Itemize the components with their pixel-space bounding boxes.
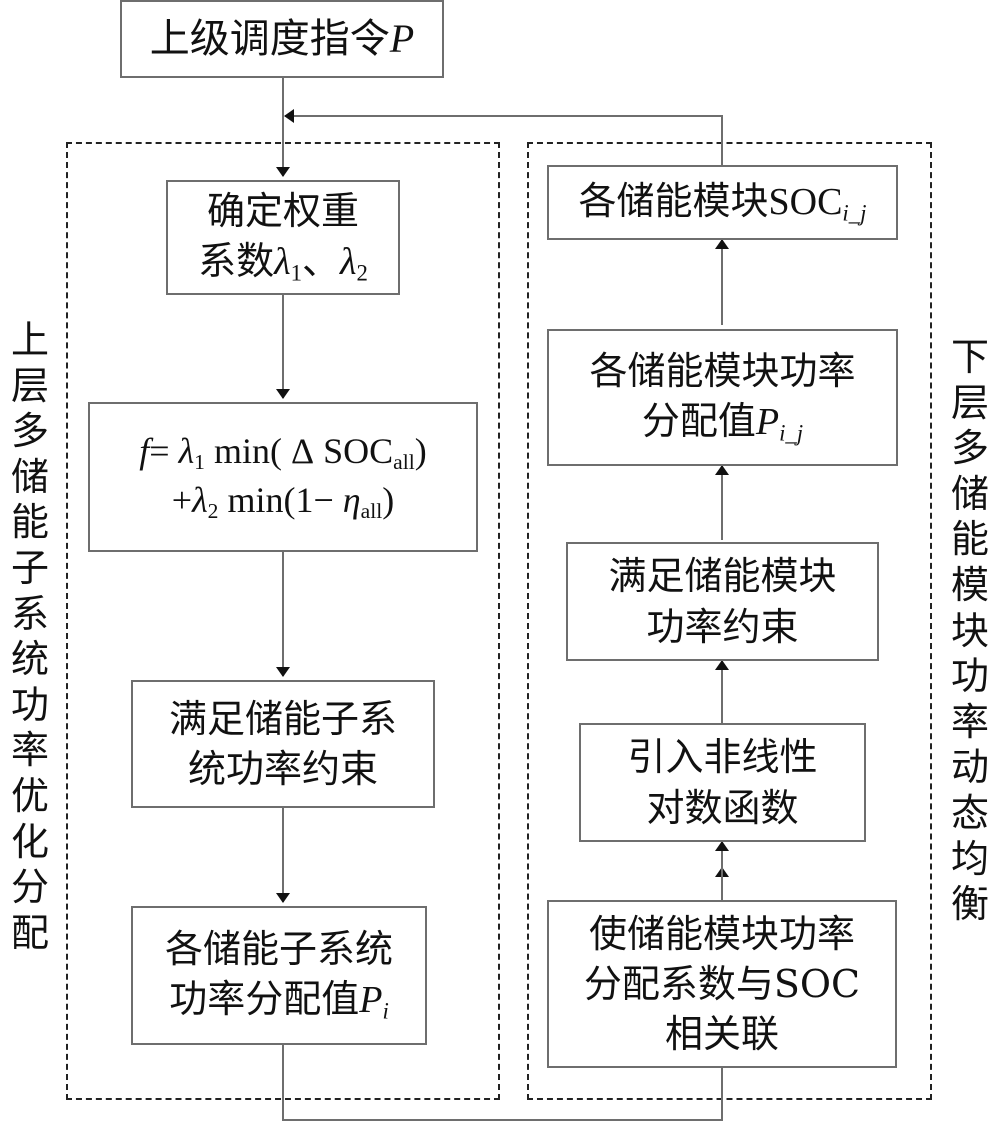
subsystem-constraint-box: 满足储能子系 统功率约束 bbox=[131, 680, 435, 808]
lambda1-sub: 1 bbox=[290, 260, 302, 286]
obj-lambda2-sub: 2 bbox=[207, 499, 219, 524]
dispatch-command-text: 上级调度指令 bbox=[149, 15, 390, 62]
nonlinear-line1: 引入非线性 bbox=[627, 735, 818, 780]
module-power-var: P bbox=[755, 401, 780, 444]
subsystem-allocation-line1: 各储能子系统 bbox=[164, 927, 393, 972]
obj-min1: min( bbox=[213, 431, 282, 472]
subsystem-allocation-line2: 功率分配值 bbox=[169, 977, 360, 1022]
module-power-sub: i_j bbox=[779, 420, 804, 446]
correlate-line3: 相关联 bbox=[664, 1012, 779, 1057]
subsystem-constraint-line1: 满足储能子系 bbox=[168, 696, 397, 741]
lambda2: λ bbox=[340, 241, 357, 284]
obj-plus: + bbox=[171, 480, 193, 520]
weight-sep: 、 bbox=[302, 239, 341, 284]
weight-coefficient-box: 确定权重 系数λ1、λ2 bbox=[166, 180, 400, 295]
weight-line2: 系数 bbox=[198, 239, 275, 284]
soc-correlation-box: 使储能模块功率 分配系数与SOC 相关联 bbox=[547, 900, 897, 1068]
module-constraint-line2: 功率约束 bbox=[646, 604, 799, 649]
module-constraint-line1: 满足储能模块 bbox=[608, 554, 837, 599]
obj-delta: Δ bbox=[290, 431, 315, 472]
obj-soc-sub: all bbox=[393, 450, 415, 475]
correlate-line1: 使储能模块功率 bbox=[588, 911, 855, 956]
lower-layer-group-frame bbox=[527, 142, 932, 1100]
lower-layer-label: 下层多储能模块功率动态均衡 bbox=[950, 335, 989, 927]
objective-function-box: f= λ1 min( Δ SOCall) +λ2 min(1− ηall) bbox=[88, 402, 478, 552]
obj-f: f bbox=[139, 431, 150, 472]
dispatch-command-box: 上级调度指令P bbox=[120, 0, 444, 78]
obj-eq: = bbox=[149, 431, 170, 472]
module-power-allocation-box: 各储能模块功率 分配值Pi_j bbox=[547, 329, 898, 466]
obj-min2: min(1− bbox=[227, 480, 334, 520]
obj-lambda1-sub: 1 bbox=[194, 450, 205, 475]
obj-close2: ) bbox=[382, 480, 395, 520]
obj-lambda2: λ bbox=[192, 480, 208, 520]
nonlinear-line2: 对数函数 bbox=[646, 785, 799, 830]
obj-soc: SOC bbox=[323, 431, 394, 472]
feedback-soc-to-top bbox=[284, 109, 723, 180]
obj-close1: ) bbox=[414, 431, 427, 472]
module-soc-box: 各储能模块SOCi_j bbox=[547, 165, 898, 240]
correlate-line2: 分配系数与SOC bbox=[583, 961, 861, 1006]
subsystem-allocation-var: P bbox=[359, 979, 383, 1022]
module-power-line2: 分配值 bbox=[641, 399, 756, 444]
obj-eta: η bbox=[342, 480, 361, 520]
dispatch-command-var: P bbox=[389, 15, 415, 61]
module-soc-text: SOC bbox=[768, 181, 843, 224]
weight-line1: 确定权重 bbox=[206, 189, 359, 234]
lambda1: λ bbox=[274, 241, 291, 284]
module-soc-prefix: 各储能模块 bbox=[578, 179, 769, 224]
subsystem-allocation-box: 各储能子系统 功率分配值Pi bbox=[131, 906, 427, 1045]
nonlinear-log-box: 引入非线性 对数函数 bbox=[579, 723, 866, 842]
upper-layer-label: 上层多储能子系统功率优化分配 bbox=[10, 318, 49, 955]
obj-lambda1: λ bbox=[178, 431, 195, 472]
subsystem-constraint-line2: 统功率约束 bbox=[187, 747, 378, 791]
obj-eta-sub: all bbox=[360, 499, 383, 524]
module-power-line1: 各储能模块功率 bbox=[589, 349, 856, 394]
module-soc-sub: i_j bbox=[842, 200, 867, 226]
subsystem-allocation-var-sub: i bbox=[382, 998, 389, 1024]
module-constraint-box: 满足储能模块 功率约束 bbox=[566, 542, 879, 661]
lambda2-sub: 2 bbox=[356, 260, 368, 286]
